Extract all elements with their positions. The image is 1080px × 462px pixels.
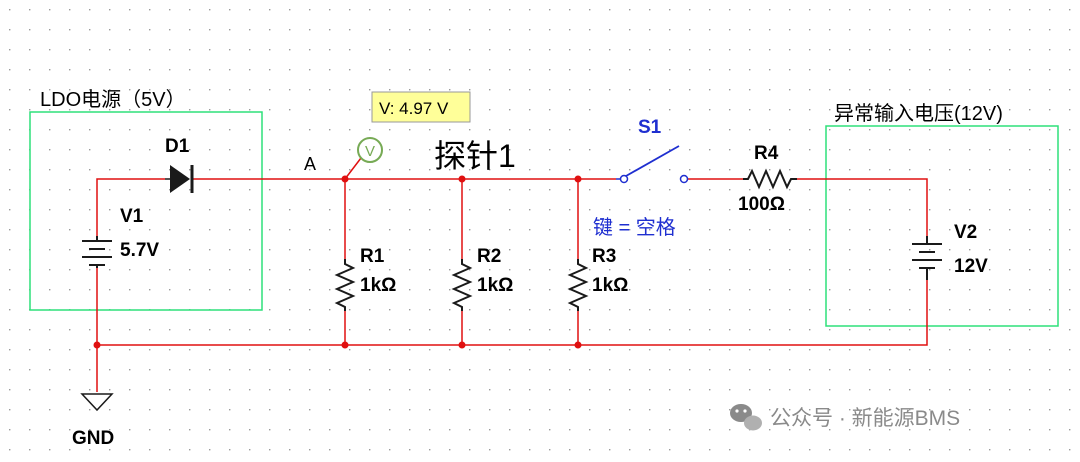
v2-ref: V2 [954,222,977,243]
voltage-probe[interactable]: V: 4.97 V V [357,91,471,163]
wire-bottom-rail [96,268,928,346]
resistors-vertical [334,259,589,311]
wechat-icon [730,404,762,431]
battery-v2[interactable] [912,236,942,280]
junction-gnd [93,341,101,349]
r2-ref: R2 [477,246,501,267]
probe-reading-box [371,91,471,123]
r2-value: 1kΩ [477,275,513,296]
ground-label: GND [72,428,114,449]
node-a-label: A [304,154,316,174]
resistor-r4-icon[interactable] [743,168,797,190]
junction-r3-bottom [574,341,582,349]
r3-ref: R3 [592,246,616,267]
resistor-r1-icon[interactable] [334,259,356,311]
ldo-box-title: LDO电源（5V） [40,88,186,111]
v2-value: 12V [954,256,988,277]
junction-r2-top [458,175,466,183]
resistor-r2-icon[interactable] [451,259,473,311]
junction-r3-top [574,175,582,183]
s1-key: 键 = 空格 [593,216,676,239]
diode-symbol-icon [170,165,190,193]
junction-r2-bottom [458,341,466,349]
probe-voltmeter-icon [357,137,383,163]
junction-a [341,175,349,183]
switch-s1[interactable] [616,145,689,184]
wire-probe-lead [344,157,362,180]
wire-r4-to-v2 [797,178,928,236]
r4-ref: R4 [754,143,779,164]
r1-ref: R1 [360,246,385,267]
switch-contact-icon [619,174,629,184]
v1-value: 5.7V [120,240,159,261]
resistor-r3-icon[interactable] [567,259,589,311]
abnormal-input-box [825,125,1059,327]
junctions [93,175,582,349]
probe-reading: V: 4.97 V [379,99,449,118]
ldo-supply-box [29,111,263,311]
r4-value: 100Ω [738,194,785,215]
v1-ref: V1 [120,206,144,227]
d1-ref: D1 [165,136,190,157]
ground-icon [80,393,114,412]
wire-v1-to-d1 [96,178,165,236]
watermark-text: 公众号 · 新能源BMS [770,407,960,430]
diode-d1[interactable] [165,165,194,193]
s1-ref: S1 [638,117,662,138]
wires [96,157,928,392]
r3-value: 1kΩ [592,275,628,296]
probe-icon-letter: V [365,143,375,160]
abnormal-box-title: 异常输入电压(12V) [834,102,1003,125]
watermark: 公众号 · 新能源BMS [730,404,960,431]
r1-value: 1kΩ [360,275,396,296]
junction-r1-bottom [341,341,349,349]
battery-v1[interactable] [82,236,112,268]
switch-lever-icon [625,145,680,177]
probe-name: 探针1 [434,138,516,174]
